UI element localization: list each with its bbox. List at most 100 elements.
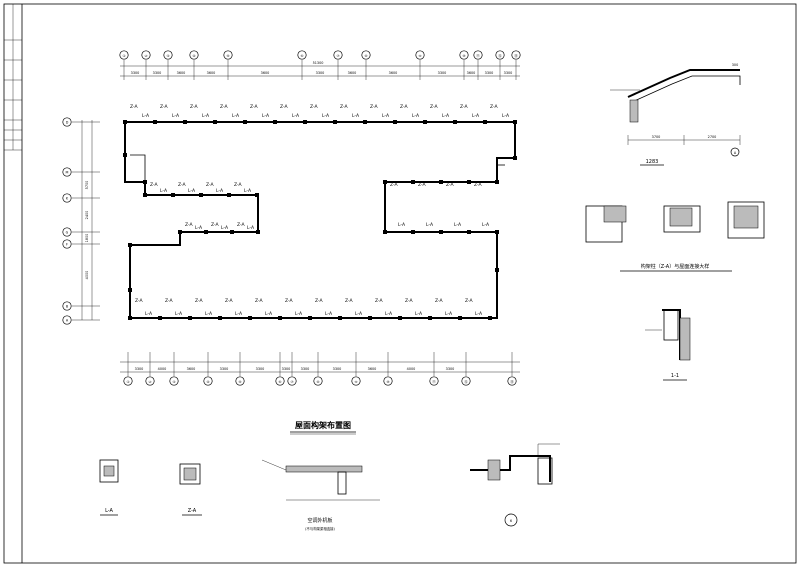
dim-label: 3300 <box>301 367 310 371</box>
axis-label: ⑦ <box>336 54 339 58</box>
column-label: Z-A <box>195 298 204 304</box>
dim-label: 3600 <box>207 71 216 75</box>
axis-bubble <box>145 376 155 386</box>
axis-label: ⑫ <box>464 379 468 384</box>
beam-label: L-A <box>385 311 393 317</box>
frame-column <box>393 120 397 124</box>
frame-column <box>483 120 487 124</box>
column-label: Z-A <box>225 298 234 304</box>
axis-bubble <box>361 50 371 60</box>
beam-label: L-A <box>382 113 390 119</box>
dim-label: 3300 <box>333 367 342 371</box>
column-label: Z-A <box>211 222 220 228</box>
beam-label: L-A <box>195 225 203 231</box>
dim-label: 3600 <box>467 71 476 75</box>
axis-bubble <box>287 376 297 386</box>
column-label: Z-A <box>390 182 399 188</box>
column-label: Z-A <box>130 104 139 110</box>
axis-label: ② <box>144 54 147 58</box>
dim-label: 4000 <box>407 367 416 371</box>
frame-column <box>495 230 499 234</box>
beam-label: L-A <box>265 311 273 317</box>
svg-text:(不与构架梁相连接): (不与构架梁相连接) <box>305 526 335 531</box>
svg-text:A: A <box>734 151 737 155</box>
axis-label: B <box>66 305 69 309</box>
axis-label: ① <box>126 380 129 384</box>
axis-bubble <box>62 239 72 249</box>
section-1-1-title: 1-1 <box>671 373 679 379</box>
svg-text:空调外机板: 空调外机板 <box>307 517 332 524</box>
frame-column <box>158 316 162 320</box>
axis-label: ⑬ <box>514 53 518 58</box>
column-label: Z-A <box>370 104 379 110</box>
frame-column <box>128 243 132 247</box>
axis-label: ⑥ <box>278 380 281 384</box>
column-label: Z-A <box>340 104 349 110</box>
axis-label: ⑤ <box>226 54 229 58</box>
svg-text:3700: 3700 <box>652 135 661 139</box>
frame-column <box>513 156 517 160</box>
frame-column <box>188 316 192 320</box>
axis-bubble <box>62 167 72 177</box>
frame-column <box>143 193 147 197</box>
axis-bubble <box>351 376 361 386</box>
frame-column <box>199 193 203 197</box>
frame-column <box>453 120 457 124</box>
frame-column <box>458 316 462 320</box>
dim-label: 3300 <box>131 71 140 75</box>
dim-label: 3300 <box>282 367 291 371</box>
beam-label: L-A <box>202 113 210 119</box>
axis-bubble <box>383 376 393 386</box>
column-label: Z-A <box>185 222 194 228</box>
slope-section-title: 1283 <box>646 159 659 165</box>
frame-column <box>227 193 231 197</box>
connection-detail-title: 构架柱（Z-A）与屋面连接大样 <box>641 263 709 270</box>
axis-label: ⑬ <box>510 379 514 384</box>
frame-column <box>363 120 367 124</box>
frame-column <box>204 230 208 234</box>
beam-label: L-A <box>244 188 252 194</box>
axis-label: K <box>66 197 69 201</box>
svg-text:300: 300 <box>732 63 738 67</box>
dim-label: 5700 <box>85 181 89 190</box>
dim-label: 3300 <box>220 367 229 371</box>
axis-bubble <box>62 315 72 325</box>
frame-column <box>368 316 372 320</box>
beam-label: L-A <box>205 311 213 317</box>
beam-label: L-A <box>454 222 462 228</box>
beam-label: L-A <box>415 311 423 317</box>
dim-label: 3600 <box>187 367 196 371</box>
column-label: Z-A <box>310 104 319 110</box>
sheet-border <box>3 3 797 564</box>
frame-column <box>495 180 499 184</box>
axis-label: M <box>66 171 69 175</box>
axis-bubble <box>141 50 151 60</box>
frame-column <box>467 180 471 184</box>
column-label: Z-A <box>474 182 483 188</box>
frame-column <box>278 316 282 320</box>
column-label: Z-A <box>418 182 427 188</box>
connection-details: 构架柱（Z-A）与屋面连接大样 <box>585 201 765 272</box>
frame-column <box>383 180 387 184</box>
column-label: Z-A <box>206 182 215 188</box>
dim-label: 3600 <box>261 71 270 75</box>
axis-bubble <box>62 193 72 203</box>
frame-columns <box>123 120 517 320</box>
column-label: Z-A <box>250 104 259 110</box>
column-label: Z-A <box>178 182 187 188</box>
beam-label: L-A <box>142 113 150 119</box>
frame-column <box>178 230 182 234</box>
axis-label: F <box>66 243 68 247</box>
axis-bubble <box>429 376 439 386</box>
beam-label: L-A <box>247 225 255 231</box>
axis-bubble <box>203 376 213 386</box>
column-label: Z-A <box>345 298 354 304</box>
column-label: Z-A <box>285 298 294 304</box>
column-label: Z-A <box>234 182 243 188</box>
frame-column <box>143 180 147 184</box>
